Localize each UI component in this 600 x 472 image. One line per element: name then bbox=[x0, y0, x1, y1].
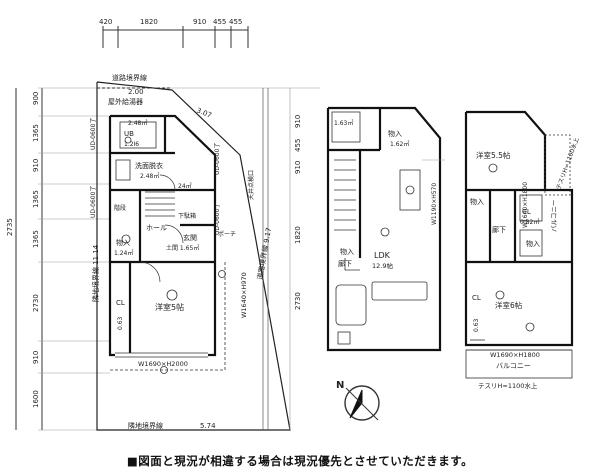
entrance-detail: 土間 1.65㎡ bbox=[166, 244, 199, 252]
ldk-label: LDK bbox=[374, 251, 391, 260]
right-dim-4: 1820 bbox=[294, 226, 302, 244]
bath-area: 2.48㎡ bbox=[128, 119, 147, 127]
f3-closet1-label: CL bbox=[522, 208, 531, 216]
closet-area: 0.63 bbox=[117, 316, 124, 330]
f3-corridor-label: 廊下 bbox=[492, 225, 506, 234]
left-dim-5: 1365 bbox=[32, 230, 40, 248]
f3-room-top-label: 洋室5.5帖 bbox=[476, 150, 511, 160]
f2-closet-label: 物入 bbox=[388, 129, 402, 138]
f3-closet1-area: 0.82㎡ bbox=[520, 218, 539, 226]
road-boundary-label: 道路境界線 bbox=[112, 73, 147, 82]
top-dim-1: 420 bbox=[99, 18, 112, 26]
hall-label: ホール bbox=[146, 224, 167, 232]
f3-storage2-label: 物入 bbox=[526, 239, 540, 248]
wash-room-label: 洗面脱衣 bbox=[135, 161, 163, 170]
right-dim-2: 455 bbox=[294, 139, 302, 152]
top-dim-5: 455 bbox=[229, 18, 242, 26]
f2-storage-label: 物入 bbox=[340, 247, 354, 256]
left-dim-3: 910 bbox=[32, 159, 40, 172]
storage-label: 物入 bbox=[116, 238, 130, 247]
left-dim-2: 1365 bbox=[32, 124, 40, 142]
entrance-label: 玄関 bbox=[183, 233, 197, 242]
diagonal-boundary-length: 3.07 bbox=[195, 106, 212, 119]
right-dim-5: 2730 bbox=[294, 292, 302, 310]
bottom-boundary-length: 5.74 bbox=[200, 422, 216, 430]
left-dim-1: 900 bbox=[32, 92, 40, 105]
floor3-walls bbox=[464, 110, 574, 347]
footnote: ■図面と現況が相違する場合は現況優先とさせていただきます。 bbox=[126, 454, 474, 468]
f3-storage-label: 物入 bbox=[470, 197, 484, 206]
storage-stair-label: 階段 bbox=[114, 204, 126, 212]
eaves-label: 天井点検口 bbox=[247, 170, 255, 200]
top-dim-3: 910 bbox=[193, 18, 206, 26]
f3-window-bottom-label: W1690×H1800 bbox=[490, 351, 540, 359]
floor2-walls bbox=[326, 106, 442, 352]
bottom-boundary-label: 隣地境界線 bbox=[128, 421, 163, 430]
top-dim-4: 455 bbox=[213, 18, 226, 26]
f2-storage-area: 1.63㎡ bbox=[334, 119, 353, 127]
porch-label: ポーチ bbox=[218, 230, 236, 238]
left-dim-6: 2730 bbox=[32, 294, 40, 312]
f2-hall-label: 廊下 bbox=[338, 259, 352, 268]
balcony-side-label: バルコニー bbox=[550, 200, 558, 232]
ud-label-2: UD-0600了 bbox=[90, 186, 97, 218]
railing-bottom-label: テスリH=1100水上 bbox=[478, 381, 538, 390]
f2-window-label: W1190×H570 bbox=[431, 183, 438, 225]
western-room-label: 洋室5帖 bbox=[155, 302, 184, 312]
f3-closet2-label: CL bbox=[472, 294, 481, 302]
right-dim-3: 910 bbox=[294, 161, 302, 174]
f3-window-top-label: W1640×H1800 bbox=[522, 182, 529, 228]
wash-room-area: 2.48㎡ bbox=[140, 172, 159, 180]
ud-label-1: UD-0600了 bbox=[90, 118, 97, 150]
north-label: N bbox=[336, 380, 344, 391]
water-heater-label: 屋外給湯器 bbox=[108, 97, 143, 106]
bath-size: 1.2I6 bbox=[124, 141, 139, 148]
f2-stair-detail: 1.62㎡ bbox=[390, 140, 409, 148]
bath-label: UB bbox=[124, 130, 134, 138]
ud-label-3: UD-0600了 bbox=[214, 143, 221, 175]
floor1-walls bbox=[108, 114, 217, 357]
ud-label-4: UD-0600了 bbox=[214, 203, 221, 235]
left-boundary-label: 隣地境界線 11.14 bbox=[91, 244, 100, 302]
storage-area: 1.24㎡ bbox=[114, 249, 133, 257]
window-side-label: W1640×H970 bbox=[240, 272, 248, 318]
road-boundary-length: 2.00 bbox=[128, 88, 144, 96]
ldk-area: 12.9帖 bbox=[372, 261, 393, 270]
left-dim-7: 910 bbox=[32, 351, 40, 364]
window-bottom-label: W1690×H2000 bbox=[138, 360, 188, 368]
shoe-box-label: 下駄箱 bbox=[178, 212, 196, 220]
right-dim-1: 910 bbox=[294, 115, 302, 128]
left-dim-8: 1600 bbox=[32, 390, 40, 408]
f3-closet2-area: 0.63 bbox=[473, 318, 480, 332]
wash-detail: 24㎡ bbox=[178, 182, 192, 190]
north-arrow bbox=[344, 385, 380, 421]
f3-room-bottom-label: 洋室6帖 bbox=[495, 300, 523, 310]
balcony-label: バルコニー bbox=[496, 362, 531, 370]
closet-label: CL bbox=[116, 299, 125, 307]
left-dim-total: 2735 bbox=[6, 218, 14, 236]
left-dim-4: 1365 bbox=[32, 190, 40, 208]
site-boundary bbox=[96, 81, 291, 431]
top-dim-2: 1820 bbox=[140, 18, 158, 26]
railing-side-label: テスリH=1100水上 bbox=[554, 136, 580, 190]
